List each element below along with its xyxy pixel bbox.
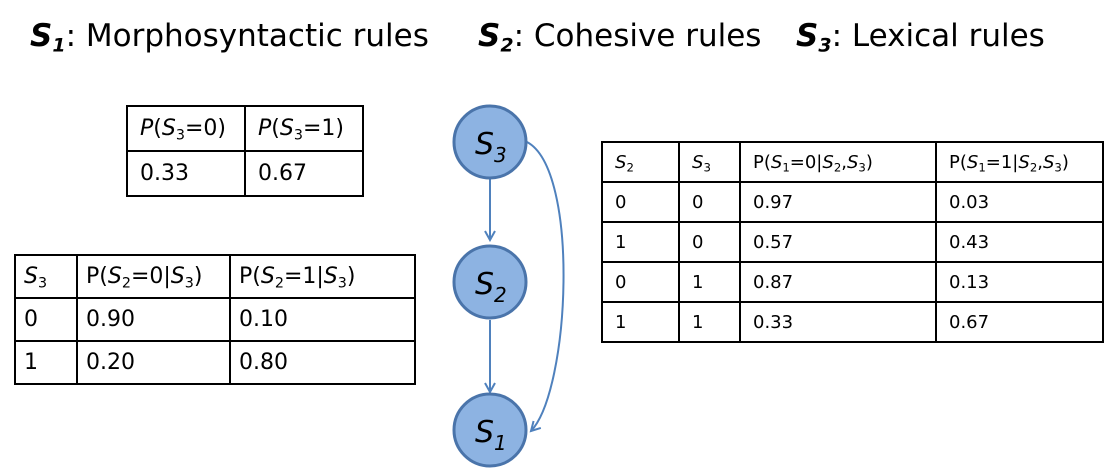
- cell: 0.33: [126, 150, 246, 197]
- header-p-s1-0: P(S1=0|S2,S3): [739, 141, 937, 183]
- title-s1: S1: Morphosyntactic rules: [30, 18, 429, 57]
- table-p-s1-given-s2-s3: S2 S3 P(S1=0|S2,S3) P(S1=1|S2,S3) 0 0 0.…: [601, 141, 1104, 343]
- table-header-row: S2 S3 P(S1=0|S2,S3) P(S1=1|S2,S3): [601, 141, 1104, 183]
- cell: 0.13: [935, 261, 1104, 303]
- cell: 0.20: [76, 340, 231, 385]
- node-s1: S1: [452, 392, 528, 468]
- table-row: 1 1 0.33 0.67: [601, 301, 1104, 343]
- cell: 1: [678, 301, 741, 343]
- table-row: 0 0.90 0.10: [14, 297, 416, 342]
- cell: 0.67: [244, 150, 364, 197]
- cell: 0.43: [935, 221, 1104, 263]
- cell: 0: [678, 181, 741, 223]
- cell: 0: [601, 261, 680, 303]
- cell: 1: [678, 261, 741, 303]
- cell: 0.80: [229, 340, 416, 385]
- cell: 0.97: [739, 181, 937, 223]
- header-p-s3-0: P(S3=0): [126, 105, 246, 152]
- cell: 1: [601, 301, 680, 343]
- node-s3: S3: [452, 104, 528, 180]
- header-p-s2-1: P(S2=1|S3): [229, 254, 416, 299]
- cell: 0.67: [935, 301, 1104, 343]
- table-row: 0.33 0.67: [126, 150, 364, 197]
- node-label: S1: [475, 415, 507, 455]
- cell: 1: [601, 221, 680, 263]
- header-s2: S2: [601, 141, 680, 183]
- table-header-row: P(S3=0) P(S3=1): [126, 105, 364, 152]
- title-s2: S2: Cohesive rules: [478, 18, 762, 57]
- node-label: S2: [475, 267, 507, 307]
- cell: 0.90: [76, 297, 231, 342]
- table-header-row: S3 P(S2=0|S3) P(S2=1|S3): [14, 254, 416, 299]
- node-s2: S2: [452, 244, 528, 320]
- table-p-s3: P(S3=0) P(S3=1) 0.33 0.67: [126, 105, 364, 197]
- node-label: S3: [475, 127, 507, 167]
- cell: 0.33: [739, 301, 937, 343]
- header-p-s3-1: P(S3=1): [244, 105, 364, 152]
- edge-s3-s1: [526, 141, 565, 431]
- cell: 0.10: [229, 297, 416, 342]
- header-p-s2-0: P(S2=0|S3): [76, 254, 231, 299]
- cell: 0.87: [739, 261, 937, 303]
- table-row: 0 0 0.97 0.03: [601, 181, 1104, 223]
- bayes-network-graph: S3 S2 S1: [452, 104, 565, 468]
- cell: 0.03: [935, 181, 1104, 223]
- title-s3: S3: Lexical rules: [796, 18, 1045, 57]
- cell: 0: [601, 181, 680, 223]
- cell: 1: [14, 340, 78, 385]
- cell: 0.57: [739, 221, 937, 263]
- table-p-s2-given-s3: S3 P(S2=0|S3) P(S2=1|S3) 0 0.90 0.10 1 0…: [14, 254, 416, 385]
- table-row: 1 0 0.57 0.43: [601, 221, 1104, 263]
- header-p-s1-1: P(S1=1|S2,S3): [935, 141, 1104, 183]
- header-s3: S3: [678, 141, 741, 183]
- header-s3: S3: [14, 254, 78, 299]
- cell: 0: [14, 297, 78, 342]
- cell: 0: [678, 221, 741, 263]
- table-row: 0 1 0.87 0.13: [601, 261, 1104, 303]
- table-row: 1 0.20 0.80: [14, 340, 416, 385]
